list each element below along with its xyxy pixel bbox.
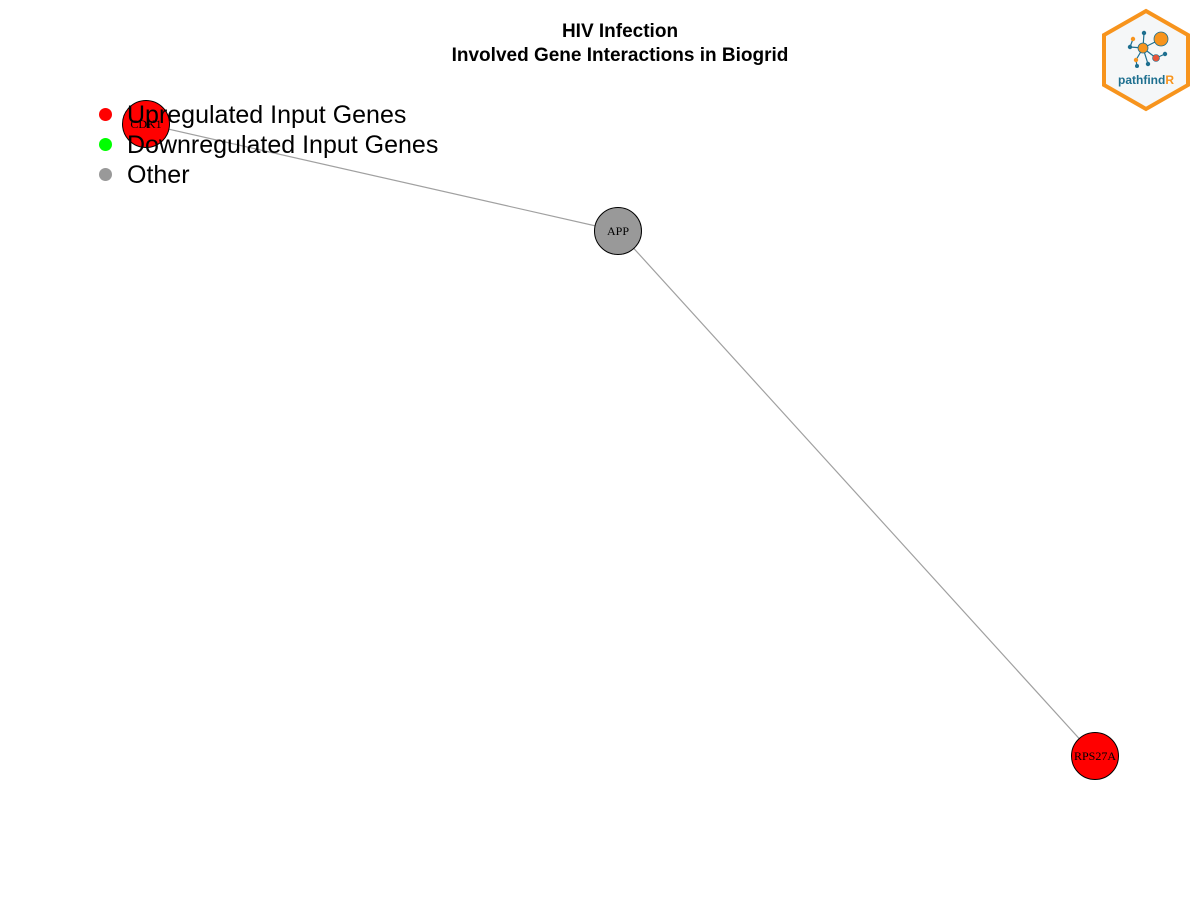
legend-label-downregulated: Downregulated Input Genes [127, 131, 439, 159]
logo-hexagon [1102, 8, 1190, 112]
node-label-cdk1: CDK1 [130, 117, 161, 131]
node-label-rps27a: RPS27A [1074, 749, 1116, 763]
logo-network-icon [1127, 30, 1169, 68]
logo-wordmark: pathfindR [1118, 73, 1174, 87]
node-rps27a: RPS27A [1071, 732, 1119, 780]
edge-layer [145, 123, 1096, 757]
logo-wordmark-accent: R [1165, 73, 1174, 87]
legend-dot-downregulated [99, 138, 112, 151]
legend-label-upregulated: Upregulated Input Genes [127, 101, 407, 129]
node-app: APP [594, 207, 642, 255]
legend-dot-other [99, 168, 112, 181]
logo-wordmark-main: pathfind [1118, 73, 1165, 87]
node-circle-app [594, 207, 642, 255]
plot-title: HIV Infection Involved Gene Interactions… [0, 20, 1200, 68]
legend-label-other: Other [127, 161, 190, 189]
edge-app-rps27a [617, 230, 1096, 757]
title-line-2: Involved Gene Interactions in Biogrid [451, 45, 789, 66]
node-cdk1: CDK1 [122, 100, 170, 148]
node-circle-rps27a [1071, 732, 1119, 780]
legend-dot-upregulated [99, 108, 112, 121]
node-circle-cdk1 [122, 100, 170, 148]
title-line-1: HIV Infection [561, 21, 679, 42]
pathfindr-logo: pathfindR [1102, 8, 1190, 112]
node-label-app: APP [607, 224, 629, 238]
edge-cdk1-app [145, 123, 619, 232]
